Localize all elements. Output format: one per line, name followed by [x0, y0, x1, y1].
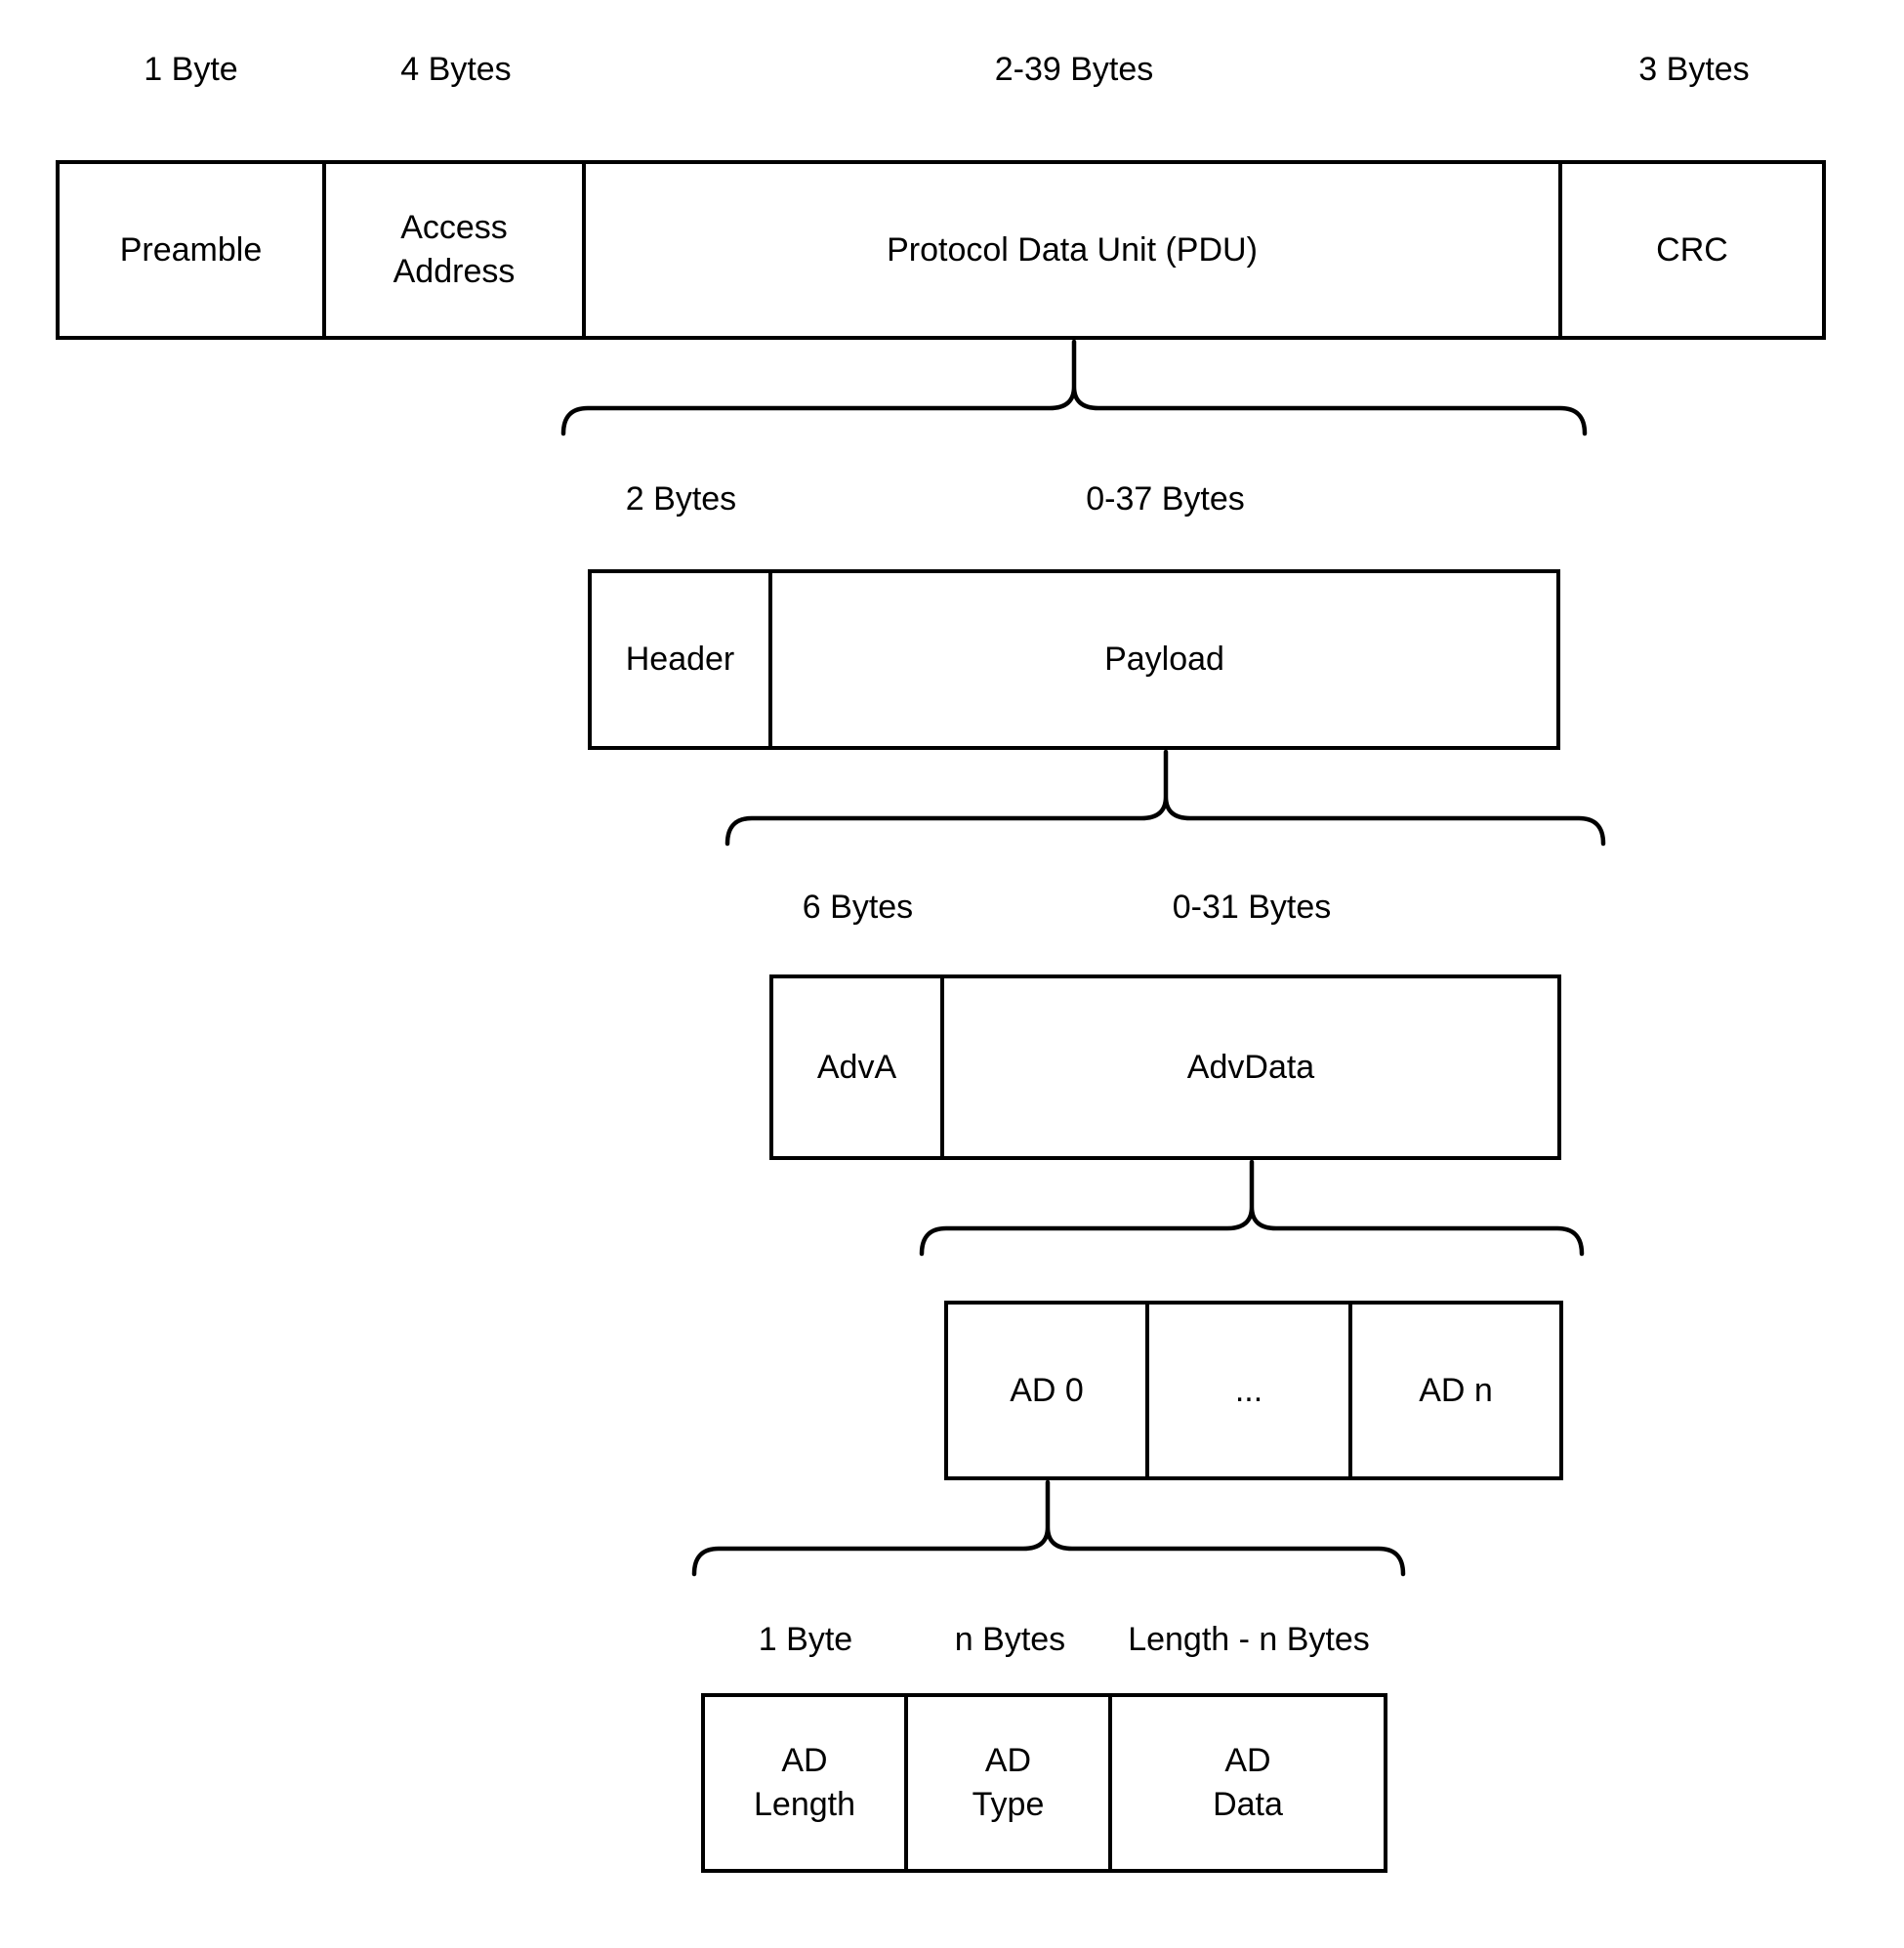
pdu-row: Header Payload [588, 569, 1560, 750]
size-label-payload: 0-37 Bytes [1086, 480, 1245, 518]
packet-row: Preamble Access Address Protocol Data Un… [56, 160, 1826, 340]
size-label-pdu: 2-39 Bytes [994, 51, 1154, 88]
payload-row: AdvA AdvData [769, 974, 1561, 1160]
cell-access-address: Access Address [326, 164, 586, 336]
size-label-preamble: 1 Byte [144, 51, 238, 88]
size-label-crc: 3 Bytes [1638, 51, 1750, 88]
size-label-adva: 6 Bytes [802, 889, 914, 926]
brace-ad0-expansion [691, 1479, 1406, 1577]
cell-ad-data: AD Data [1213, 1742, 1283, 1823]
cell-ad-0: AD 0 [948, 1305, 1149, 1476]
size-label-ad-length: 1 Byte [758, 1621, 853, 1658]
cell-ad-ellipsis: ... [1149, 1305, 1352, 1476]
brace-pdu-expansion [560, 339, 1588, 436]
size-label-ad-type: n Bytes [954, 1621, 1066, 1658]
cell-ad-n: AD n [1419, 1371, 1493, 1409]
ad-structure-row: AD Length AD Type AD Data [701, 1693, 1387, 1873]
cell-header: Header [592, 573, 772, 746]
cell-ad-length: AD Length [705, 1697, 908, 1869]
brace-payload-expansion [724, 749, 1606, 847]
size-label-header: 2 Bytes [625, 480, 737, 518]
size-label-ad-data: Length - n Bytes [1128, 1621, 1370, 1658]
cell-pdu: Protocol Data Unit (PDU) [586, 164, 1562, 336]
cell-crc: CRC [1656, 230, 1728, 269]
cell-ad-type: AD Type [908, 1697, 1112, 1869]
size-label-advdata: 0-31 Bytes [1172, 889, 1332, 926]
advdata-row: AD 0 ... AD n [944, 1301, 1563, 1480]
cell-adva: AdvA [773, 978, 944, 1156]
cell-preamble: Preamble [60, 164, 326, 336]
cell-payload: Payload [1104, 641, 1224, 679]
cell-advdata: AdvData [1186, 1048, 1315, 1086]
brace-advdata-expansion [919, 1159, 1585, 1257]
size-label-access-address: 4 Bytes [400, 51, 512, 88]
